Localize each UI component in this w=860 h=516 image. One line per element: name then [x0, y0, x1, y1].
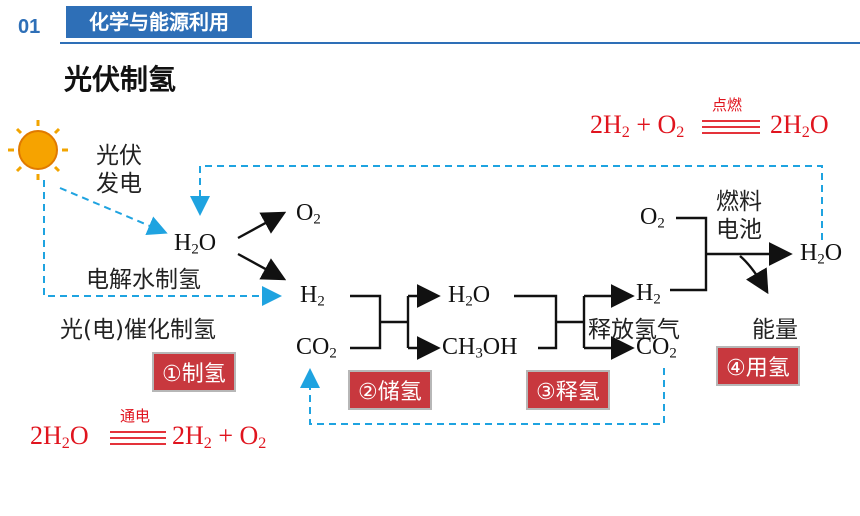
pv-generation-label: 光伏 发电: [96, 143, 142, 197]
electrolysis-lhs: 2H2O: [30, 421, 89, 453]
water-mid: H2O: [448, 282, 491, 310]
release-bracket-left: [514, 294, 558, 350]
energy-label: 能量: [752, 317, 798, 343]
methanol: CH3OH: [442, 334, 518, 362]
step-release-hydrogen: ③释氢: [526, 370, 610, 410]
photocatalysis-label: 光(电)催化制氢: [60, 317, 216, 343]
electrolysis-condition: 通电: [120, 407, 151, 425]
store-bracket-left: [350, 294, 382, 350]
water-to-h2-arrow: [237, 252, 287, 281]
water-input: H2O: [174, 230, 217, 258]
section-title: 化学与能源利用: [66, 6, 252, 38]
combustion-condition: 点燃: [712, 96, 743, 114]
page-title: 光伏制氢: [64, 63, 177, 96]
section-number: 01: [18, 16, 41, 38]
electrolysis-label: 电解水制氢: [86, 267, 201, 293]
water-recycle-arrow: [190, 165, 823, 240]
to-energy-arrow: [739, 255, 769, 295]
co2-released: CO2: [636, 334, 677, 362]
step-produce-hydrogen: ①制氢: [152, 352, 236, 392]
sun-icon: [8, 120, 68, 180]
oxygen-fuelcell: O2: [640, 204, 665, 232]
combustion-lhs: 2H2 + O2: [590, 110, 685, 142]
release-gas-label: 释放氢气: [588, 317, 680, 343]
step-store-hydrogen: ②储氢: [348, 370, 432, 410]
co2-recycle-arrow: [300, 368, 665, 425]
combustion-rhs: 2H2O: [770, 110, 829, 142]
photo-to-h2-arrow: [43, 180, 282, 306]
electrolysis-equals-sign: [110, 431, 166, 445]
water-output: H2O: [800, 240, 843, 268]
pv-to-water-arrow: [59, 187, 168, 235]
fuelcell-bracket: [670, 216, 708, 292]
carbon-dioxide: CO2: [296, 334, 337, 362]
hydrogen-released: H2: [636, 280, 661, 308]
step-use-hydrogen: ④用氢: [716, 346, 800, 386]
header-divider: [60, 42, 860, 44]
fuel-cell-label: 燃料 电池: [716, 189, 762, 243]
electrolysis-rhs: 2H2 + O2: [172, 421, 267, 453]
combustion-equals-sign: [702, 120, 760, 134]
water-to-o2-arrow: [237, 211, 287, 240]
oxygen-product: O2: [296, 200, 321, 228]
hydrogen: H2: [300, 282, 325, 310]
